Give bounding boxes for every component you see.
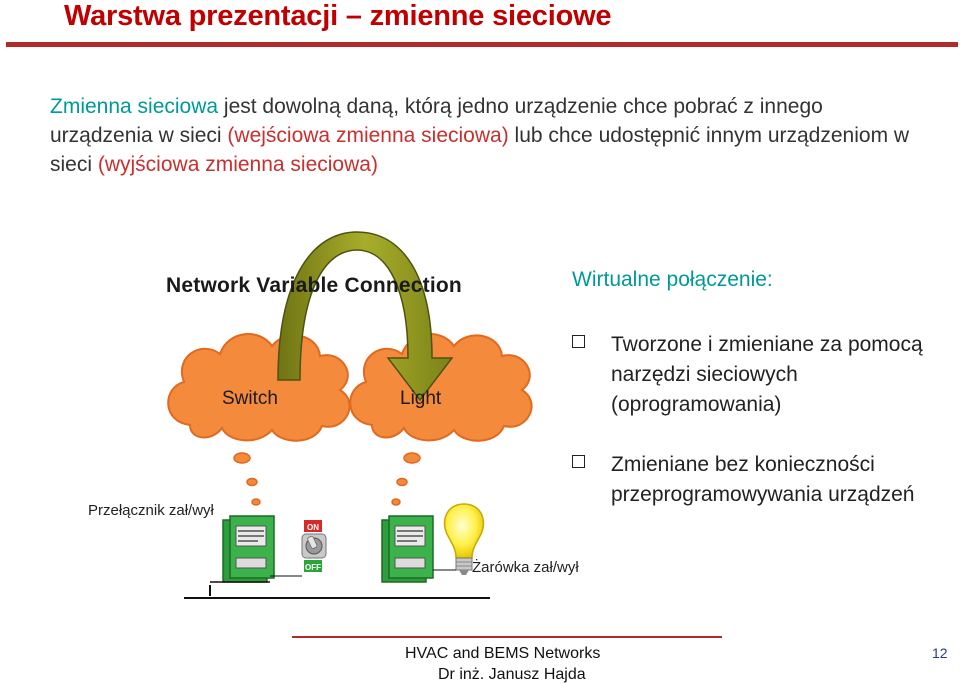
slide-title: Warstwa prezentacji – zmienne sieciowe bbox=[64, 0, 612, 32]
on-label: ON bbox=[307, 523, 319, 532]
light-bulb-icon bbox=[443, 503, 485, 575]
switch-device-module bbox=[222, 515, 275, 583]
intro-part1: jest dowolną daną, którą jedno urządzeni… bbox=[50, 95, 823, 147]
checkbox-bullet-icon bbox=[572, 455, 585, 468]
page-number: 12 bbox=[932, 645, 948, 661]
connection-arrow bbox=[277, 231, 454, 402]
off-label: OFF bbox=[305, 563, 321, 572]
footer-author: Dr inż. Janusz Hajda bbox=[438, 666, 586, 683]
bulb-caption: Żarówka zał/wył bbox=[472, 559, 579, 576]
network-variable-diagram: ON OFF Network Variable Connection Switc… bbox=[88, 230, 600, 610]
bullet-text: Tworzone i zmieniane za pomocą narzędzi … bbox=[611, 333, 923, 416]
switch-cloud-label: Switch bbox=[222, 388, 278, 409]
toggle-switch-icon bbox=[301, 520, 327, 572]
intro-paragraph: Zmienna sieciowa jest dowolną daną, któr… bbox=[50, 92, 930, 179]
switch-cloud bbox=[167, 333, 351, 442]
virtual-connection-section: Wirtualne połączenie: Tworzone i zmienia… bbox=[572, 268, 952, 506]
intro-term: Zmienna sieciowa bbox=[50, 95, 219, 118]
title-divider bbox=[6, 42, 958, 47]
diagram-graphics: ON OFF bbox=[167, 231, 533, 599]
footer-divider bbox=[292, 636, 722, 638]
intro-output-var: (wyjściowa zmienna sieciowa) bbox=[97, 153, 378, 176]
diagram-title: Network Variable Connection bbox=[166, 274, 462, 297]
virtual-connection-heading: Wirtualne połączenie: bbox=[572, 268, 773, 291]
switch-caption: Przełącznik zał/wył bbox=[88, 502, 214, 519]
bullet-text: Zmieniane bez konieczności przeprogramow… bbox=[611, 453, 915, 506]
light-cloud-label: Light bbox=[400, 388, 442, 409]
checkbox-bullet-icon bbox=[572, 335, 585, 348]
light-device-module bbox=[381, 515, 434, 583]
footer-course: HVAC and BEMS Networks bbox=[405, 645, 601, 662]
intro-input-var: (wejściowa zmienna sieciowa) bbox=[227, 124, 509, 147]
intro-part2: lub chce udostępnić innym urządzeniom w … bbox=[50, 124, 910, 176]
